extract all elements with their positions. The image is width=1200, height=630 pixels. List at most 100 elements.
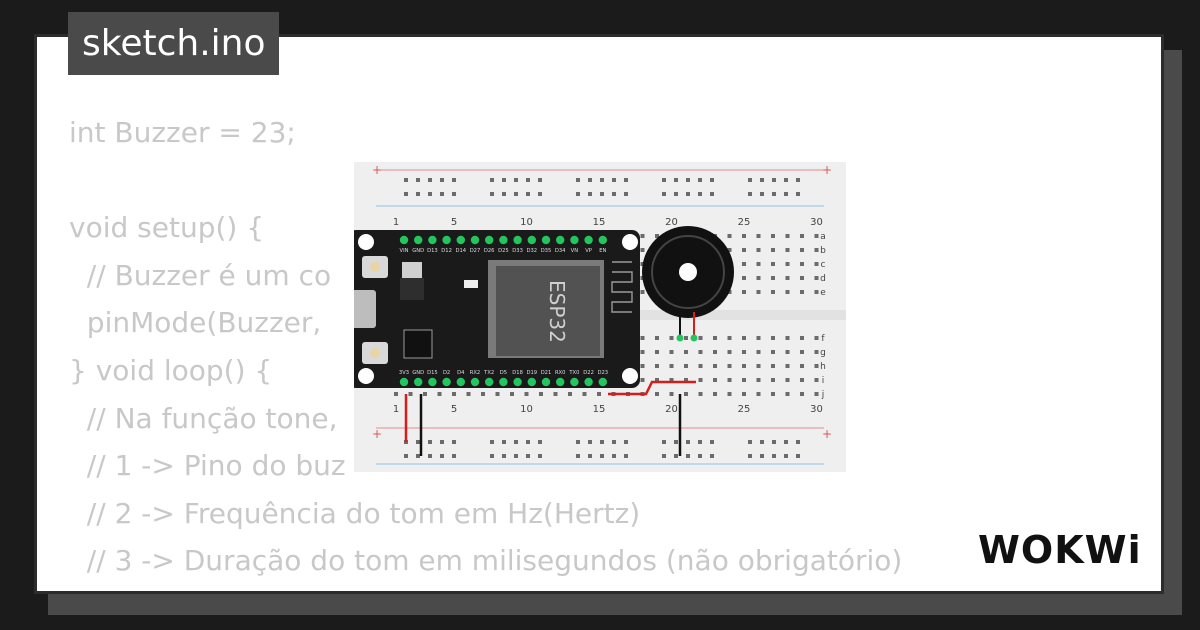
code-line: } void loop() { xyxy=(69,353,273,387)
esp32-pin xyxy=(598,235,607,245)
pin-label: VIN xyxy=(400,248,409,254)
column-label: 10 xyxy=(520,217,533,228)
breadboard-hole xyxy=(800,378,804,382)
breadboard-hole xyxy=(684,336,688,340)
rail-hole xyxy=(538,440,542,444)
row-label: j xyxy=(821,390,825,400)
rail-hole xyxy=(698,192,702,196)
rail-hole xyxy=(760,454,764,458)
breadboard-hole xyxy=(814,276,819,280)
breadboard-hole xyxy=(814,392,819,396)
rail-hole xyxy=(502,454,506,458)
rail-hole xyxy=(674,178,678,182)
esp32-shield xyxy=(496,266,600,356)
breadboard-hole xyxy=(698,378,703,382)
column-label: 15 xyxy=(593,404,606,415)
rail-hole xyxy=(588,454,592,458)
buzzer-pin xyxy=(690,334,698,342)
breadboard-hole xyxy=(684,350,688,354)
breadboard-hole xyxy=(785,336,790,340)
pin-label: D4 xyxy=(457,370,465,376)
breadboard-hole xyxy=(756,248,761,252)
esp32-pin xyxy=(584,235,593,245)
pin-label: D25 xyxy=(498,248,509,254)
row-label: d xyxy=(820,274,826,284)
rail-hole xyxy=(490,440,494,444)
breadboard-hole xyxy=(640,378,645,382)
column-label: 25 xyxy=(738,404,751,415)
breadboard-hole xyxy=(742,290,746,294)
column-label: 30 xyxy=(810,404,823,415)
rail-hole xyxy=(600,440,604,444)
rail-hole xyxy=(440,454,444,458)
rail-hole xyxy=(710,178,714,182)
rail-hole xyxy=(600,178,604,182)
esp32-pin xyxy=(584,377,593,387)
column-label: 10 xyxy=(520,404,533,415)
code-line: // 2 -> Frequência do tom em Hz(Hertz) xyxy=(69,496,641,530)
breadboard-hole xyxy=(785,276,790,280)
rail-hole xyxy=(612,440,616,444)
esp32-pin xyxy=(527,377,536,387)
rail-hole xyxy=(428,192,432,196)
rail-hole xyxy=(760,178,764,182)
breadboard-hole xyxy=(524,392,529,396)
breadboard-hole xyxy=(640,336,645,340)
breadboard-hole xyxy=(742,248,746,252)
mount-hole xyxy=(622,234,638,250)
esp32-pin xyxy=(513,377,522,387)
esp32-label: ESP32 xyxy=(545,280,569,343)
rail-plus-label: + xyxy=(372,163,382,177)
rail-plus-label: + xyxy=(822,163,832,177)
rail-hole xyxy=(526,192,530,196)
rail-hole xyxy=(526,178,530,182)
rail-hole xyxy=(452,454,456,458)
breadboard-hole xyxy=(640,350,645,354)
breadboard-hole xyxy=(814,336,819,340)
pin-label: D21 xyxy=(541,370,552,376)
breadboard-hole xyxy=(539,392,543,396)
rail-hole xyxy=(760,192,764,196)
breadboard-hole xyxy=(727,290,732,294)
esp32-pin xyxy=(485,377,494,387)
wokwi-logo: WOKWi xyxy=(978,528,1142,572)
breadboard-hole xyxy=(713,350,717,354)
breadboard-hole xyxy=(742,336,746,340)
rail-hole xyxy=(428,178,432,182)
code-line: // 3 -> Duração do tom em milisegundos (… xyxy=(69,544,903,578)
breadboard-hole xyxy=(800,336,804,340)
breadboard-hole xyxy=(800,364,804,368)
esp32-pin xyxy=(456,235,465,245)
breadboard-hole xyxy=(800,248,804,252)
rail-hole xyxy=(526,454,530,458)
breadboard-hole xyxy=(452,392,456,396)
pin-label: 3V3 xyxy=(399,370,409,376)
breadboard-hole xyxy=(510,392,514,396)
column-label: 20 xyxy=(665,217,678,228)
rail-hole xyxy=(416,440,420,444)
breadboard-hole xyxy=(698,350,703,354)
rail-hole xyxy=(686,440,690,444)
breadboard-hole xyxy=(771,248,775,252)
breadboard-hole xyxy=(640,290,645,294)
usb-port xyxy=(354,290,376,328)
rail-hole xyxy=(600,454,604,458)
breadboard-hole xyxy=(814,364,819,368)
breadboard-hole xyxy=(466,392,471,396)
breadboard-hole xyxy=(669,336,674,340)
breadboard-hole xyxy=(727,378,732,382)
breadboard-hole xyxy=(423,392,427,396)
breadboard-hole xyxy=(756,364,761,368)
breadboard-hole xyxy=(742,234,746,238)
row-label: h xyxy=(820,362,826,372)
esp32-pin xyxy=(485,235,494,245)
breadboard-hole xyxy=(742,262,746,266)
breadboard-diagram: ++++115510101515202025253030abcdefghijVI… xyxy=(354,162,846,472)
file-name-tag: sketch.ino xyxy=(68,12,280,75)
breadboard-hole xyxy=(814,248,819,252)
pin-label: D34 xyxy=(555,248,566,254)
breadboard-hole xyxy=(756,290,761,294)
rail-hole xyxy=(772,440,776,444)
row-label: g xyxy=(820,348,826,358)
breadboard-hole xyxy=(785,378,790,382)
